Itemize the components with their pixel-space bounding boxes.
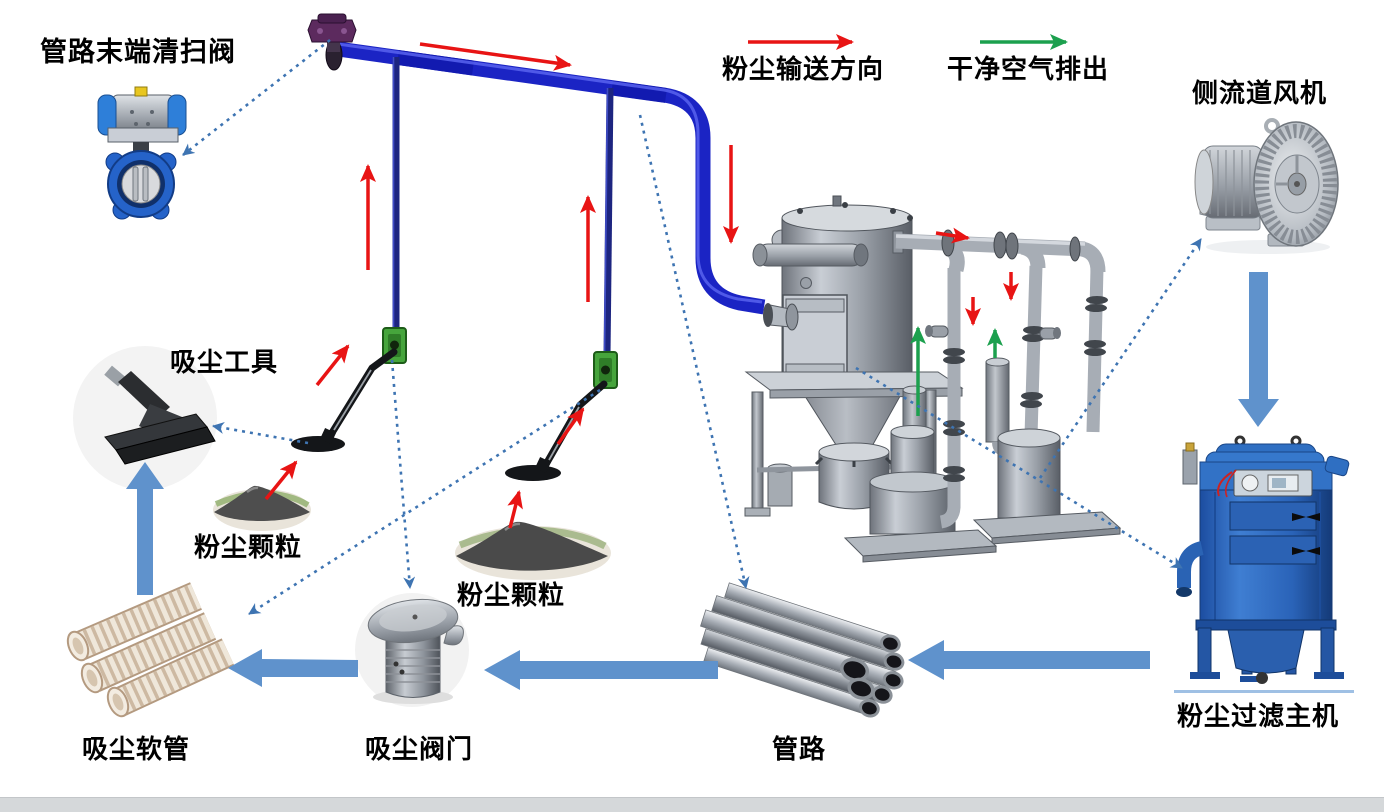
label-dust-particles-left: 粉尘颗粒: [194, 533, 303, 563]
main-vacuum-pipe: [291, 13, 766, 481]
vacuum-wand-1: [291, 348, 398, 452]
filter-machine-illustration: [1174, 435, 1354, 693]
process-step-arrows: [126, 272, 1279, 690]
callout-to-vacuum-valve: [390, 359, 416, 589]
step-arrow-hose-to-tool: [126, 462, 164, 595]
label-legend-clean-air: 干净空气排出: [947, 55, 1110, 85]
label-dust-filter-main-unit: 粉尘过滤主机: [1177, 702, 1340, 732]
vacuum-wand-2: [505, 380, 608, 481]
drop-pipe-2: [603, 87, 614, 357]
bottom-edge-bar: [0, 797, 1384, 812]
metal-valve-illustration: [355, 593, 469, 707]
label-pipeline: 管路: [772, 735, 827, 765]
step-arrow-blower-to-filter: [1238, 272, 1279, 427]
hoses-illustration: [66, 582, 235, 718]
callout-to-pipes: [638, 114, 750, 589]
label-pipe-end-cleaning-valve: 管路末端清扫阀: [40, 37, 236, 68]
callout-to-vacuum-tool: [212, 422, 309, 445]
callout-to-blower: [1038, 238, 1203, 479]
step-arrow-pipes-to-valve: [484, 650, 718, 690]
wall-inlet-valve-2: [593, 351, 618, 389]
label-dust-particles-center: 粉尘颗粒: [457, 581, 566, 611]
label-legend-dust-direction: 粉尘输送方向: [722, 55, 885, 85]
drop-pipe-1: [392, 57, 400, 332]
step-arrow-valve-to-hose: [228, 649, 358, 687]
callout-to-hose: [248, 388, 601, 616]
vacuum-tool-illustration: [73, 346, 217, 490]
flow-arrows: [264, 34, 1068, 529]
label-vacuum-valve: 吸尘阀门: [365, 735, 474, 765]
step-arrow-filter-to-pipes: [908, 640, 1150, 680]
dust-pile-2: [455, 521, 611, 580]
blower-illustration: [1194, 118, 1339, 254]
label-vacuum-tool: 吸尘工具: [170, 348, 279, 378]
dust-pile-1: [213, 485, 311, 531]
pipes-bundle-illustration: [700, 582, 905, 718]
callout-lines: [182, 38, 1203, 616]
central-equipment-illustration: [744, 195, 1122, 563]
pipe-end-valve-on-pipe: [307, 13, 357, 71]
butterfly-valve-illustration: [97, 86, 187, 220]
label-vacuum-hose: 吸尘软管: [82, 735, 191, 765]
label-side-channel-blower: 侧流道风机: [1192, 79, 1328, 109]
